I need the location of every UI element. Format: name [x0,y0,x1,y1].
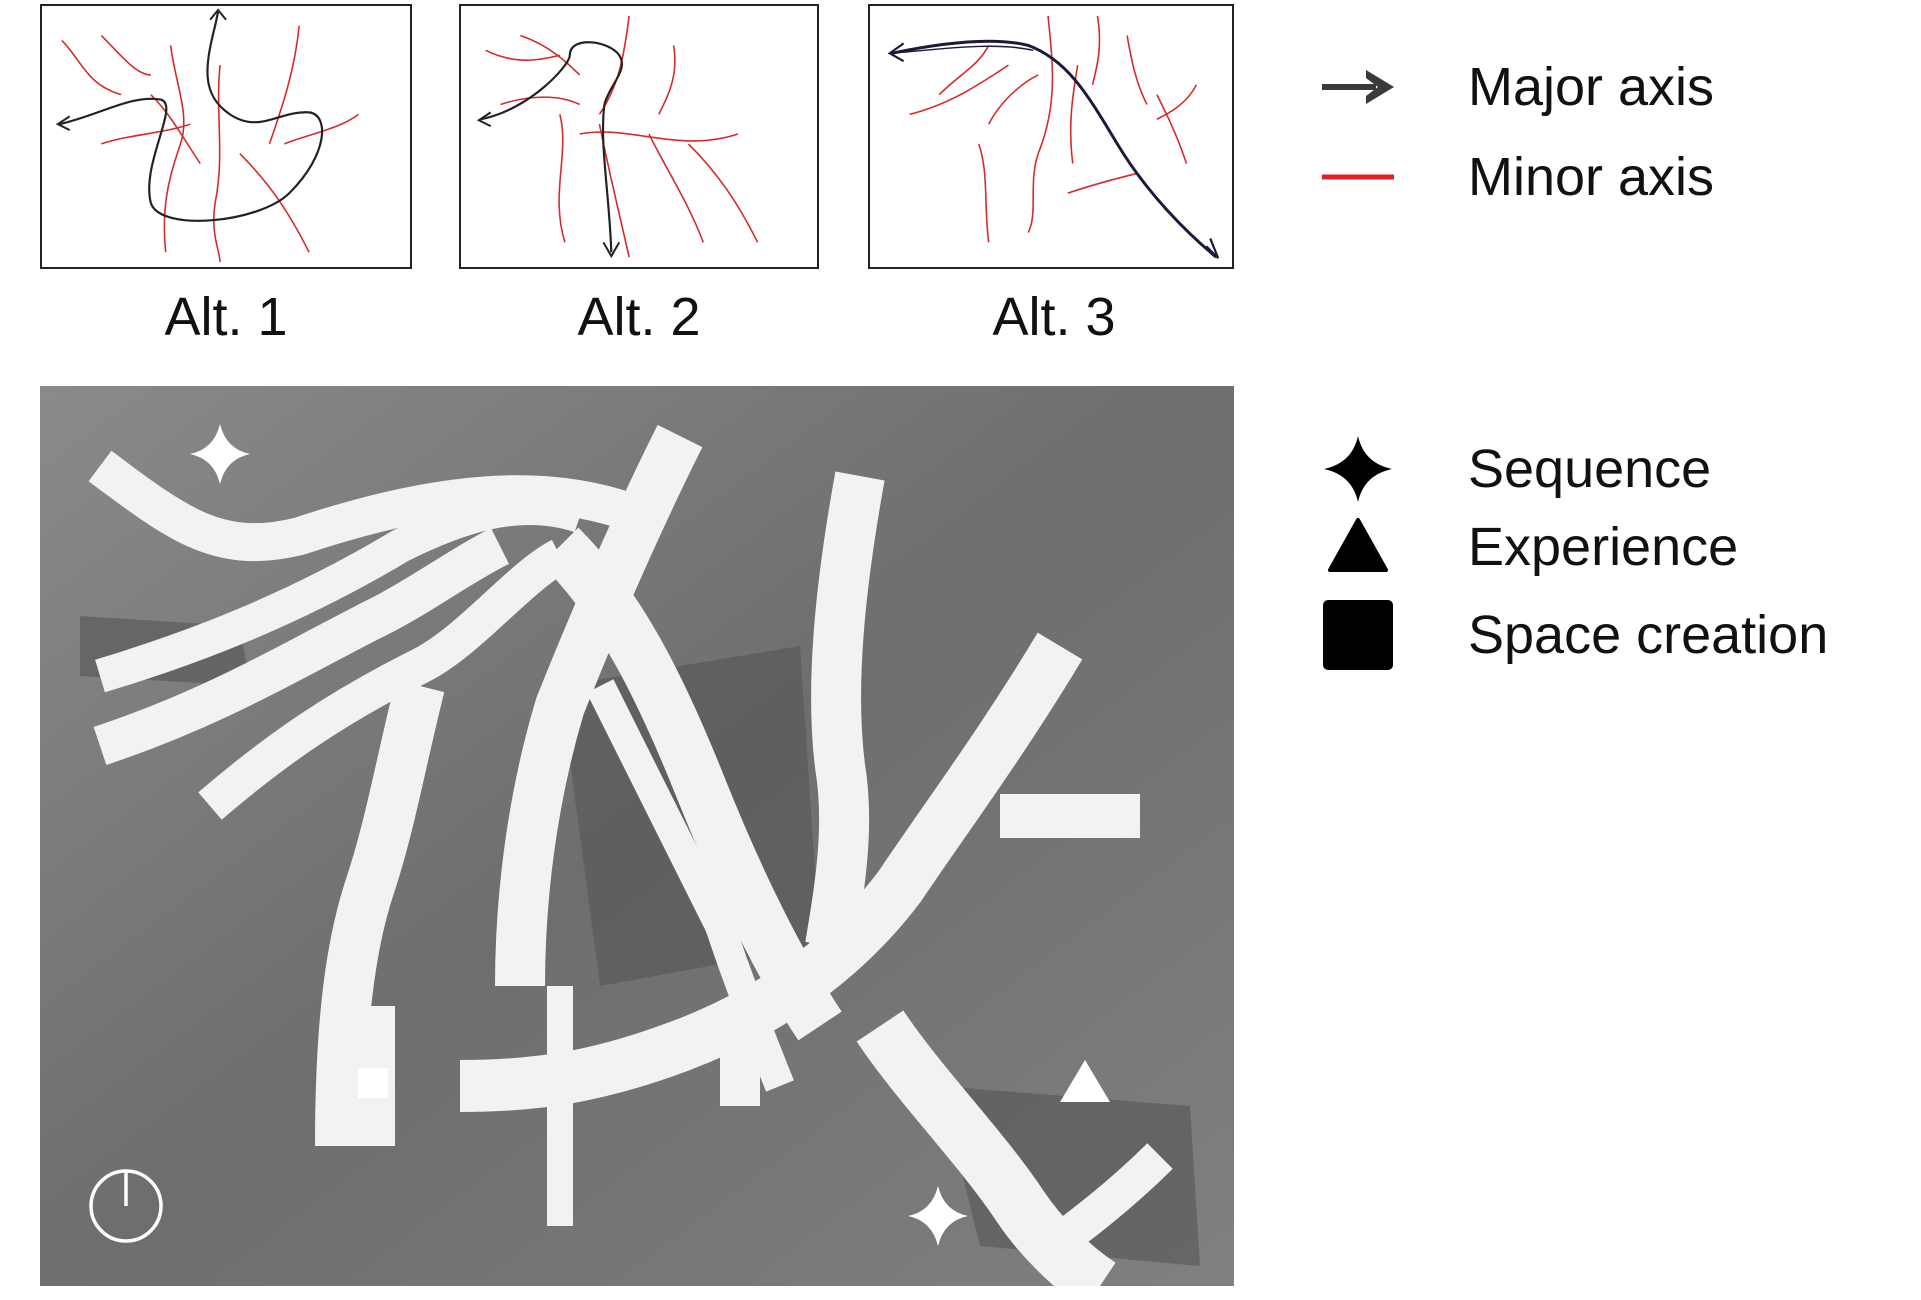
alt-2-caption: Alt. 2 [577,287,701,347]
minor-axes [485,15,759,258]
experience-triangle-icon [1060,1060,1110,1102]
legend-experience-label: Experience [1468,517,1739,577]
minor-axes [61,25,360,263]
red-line-icon [1320,142,1396,212]
sequence-star-icon [190,424,250,484]
legend-sequence-label: Sequence [1468,439,1712,499]
power-icon [89,1169,163,1243]
arrowhead-icon [209,8,227,21]
arrowhead-icon [887,42,905,63]
legend-major-axis-label: Major axis [1468,57,1715,117]
minor-axes [909,15,1198,243]
arrowhead-icon [55,115,71,131]
major-axis-path [59,11,324,222]
alt-1-caption: Alt. 1 [164,287,288,347]
legend-minor-axis-label: Minor axis [1468,147,1715,207]
arrowhead-icon [1205,238,1220,259]
arrowhead-icon [476,111,492,128]
alt-3-sketch [868,4,1234,269]
major-axis-path [480,41,623,253]
paper-strips [88,424,1173,1286]
space-creation-square-icon [358,1068,388,1098]
square-icon [1320,600,1396,670]
triangle-icon [1320,512,1396,582]
alt-1-drawing [55,8,360,263]
four-point-star-icon [1320,434,1396,504]
alt-3-caption: Alt. 3 [992,287,1116,347]
paper-model-photo [40,386,1234,1286]
alt-2-sketch [459,4,819,269]
model-strips-drawing [40,386,1234,1286]
overlay-markers [190,424,1110,1246]
arrowhead-icon [602,241,621,259]
major-axis-path [891,39,1218,259]
arrow-icon [1320,52,1396,122]
alt-2-drawing [476,15,759,259]
alt-1-sketch [40,4,412,269]
alt-3-drawing [887,15,1220,259]
sequence-star-icon [908,1186,968,1246]
legend-space-creation-label: Space creation [1468,605,1829,665]
